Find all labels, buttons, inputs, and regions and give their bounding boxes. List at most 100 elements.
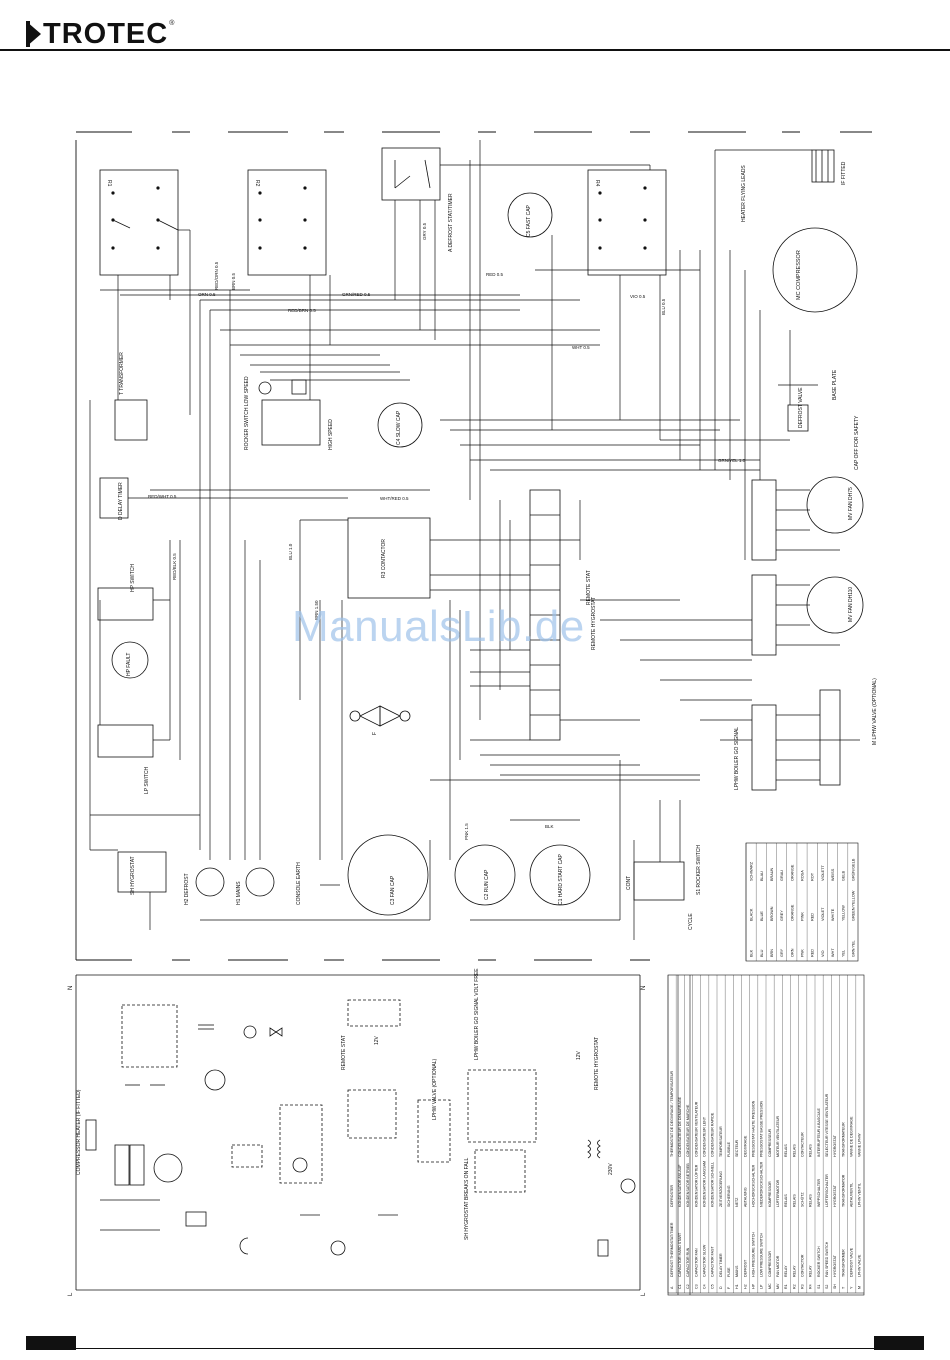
neutral-label: N: [68, 986, 74, 990]
legend-cell: C3: [694, 1284, 698, 1289]
wire-label: ORN 0.5: [198, 292, 216, 297]
relay-r2: R2: [247, 169, 327, 276]
legend-cell: SICHERUNG: [727, 1185, 731, 1207]
trotec-logo: TROTEC ®: [26, 18, 174, 50]
colour-cell: YELLOW: [841, 905, 845, 921]
legend-cell: CONDENSATEUR DE MARCHE: [686, 1104, 690, 1157]
colour-cell: BLU: [760, 949, 764, 957]
legend-cell: H1: [735, 1284, 739, 1289]
colour-cell: PINK: [801, 912, 805, 921]
colour-cell: WHT: [831, 948, 835, 957]
legend-cell: CONDENSATEUR RAPIDE: [711, 1112, 715, 1157]
legend-cell: CONTACTEUR: [801, 1132, 805, 1157]
legend-cell: MAINS: [735, 1265, 739, 1277]
colour-cell: ROT: [811, 872, 815, 881]
legend-cell: THERMOSTAT DE DEGIVRAGE / TEMPORISATEUR: [670, 1070, 674, 1157]
defrost-timer-label: A DEFROST STAT/TIMER: [448, 193, 454, 252]
legend-cell: HYGROSTAT: [833, 1184, 837, 1207]
footer-rule: [76, 1348, 874, 1349]
colour-cell: ORANGE: [790, 864, 794, 881]
h2-label: H2 DEFROST: [184, 873, 190, 905]
mv-fan-dh110-label: MV FAN DH110: [848, 587, 854, 622]
wire-label: RED 0.5: [486, 272, 504, 277]
legend-cell: KONDENSATOR ANLAUF: [678, 1164, 682, 1207]
wire-label: RED/ORN 0.5: [214, 261, 219, 290]
transformer: T TRANSFORMER: [114, 352, 148, 441]
upper-frame: [75, 131, 872, 961]
wire-label: WHT/RED 0.5: [380, 496, 409, 501]
terminal-block-main: REMOTE HYGROSTAT REMOTE STAT: [529, 489, 597, 741]
footer-block-left: [26, 1336, 76, 1350]
c1-hard-start-cap: C1 HARD START CAP: [529, 844, 591, 906]
legend-cell: S1: [817, 1285, 821, 1289]
colour-cell: ORN: [790, 948, 794, 957]
high-speed-label: HIGH SPEED: [328, 419, 334, 450]
legend-cell: WIPPSCHALTER: [817, 1179, 821, 1207]
colour-cell: BROWN: [770, 906, 774, 921]
brand-name: TROTEC: [43, 18, 169, 50]
legend-cell: A: [670, 1286, 674, 1289]
legend-cell: PRESSOSTAT BASSE PRESSION: [760, 1100, 764, 1157]
legend-cell: TRANSFORMATEUR: [841, 1122, 845, 1157]
c2-run-cap: C2 RUN CAP: [454, 844, 516, 906]
watermark-text: ManualsLib.de: [292, 602, 585, 651]
lamp-h1: H1 MAINS: [236, 867, 275, 905]
legend-cell: TRANSFORMATOR: [841, 1174, 845, 1207]
legend-cell: RELAY: [809, 1265, 813, 1277]
legend-cell: MOTEUR VENTILATEUR: [776, 1116, 780, 1157]
legend-cell: CAPACITOR FAST: [711, 1246, 715, 1277]
legend-cell: VANNE DE DEGIVRAGE: [850, 1116, 854, 1157]
mv-fan-dh75-label: MV FAN DH75: [848, 487, 854, 520]
legend-cell: CAPACITOR FAN: [694, 1248, 698, 1277]
colour-cell: GREEN/YELLOW: [851, 890, 855, 921]
colour-cell: BLACK: [750, 908, 754, 921]
legend-cell: HIGH PRESSURE SWITCH: [752, 1232, 756, 1277]
colour-cell: VIOLET: [821, 907, 825, 921]
fan-f: F: [349, 705, 411, 735]
legend-cell: INTERRUPTEUR A BASCULE: [817, 1107, 821, 1157]
hp-fault-label: HP FAULT: [126, 653, 132, 676]
console-earth-label: CONSOLE EARTH: [296, 862, 302, 905]
rocker-switch-s1: CONT S1 ROCKER SWITCH CYCLE: [626, 845, 702, 930]
remote-hygro-label: REMOTE HYGROSTAT: [591, 597, 597, 650]
lamp-h2: H2 DEFROST: [184, 867, 225, 905]
legend-cell: CAPACITOR RUN: [686, 1247, 690, 1277]
sh-hygrostat: SH HYGROSTAT: [117, 851, 167, 895]
wire-label: BRN 0.5: [231, 272, 236, 290]
colour-cell: GRÜN/GELB: [851, 858, 855, 881]
wire-label: WHT 0.5: [572, 345, 590, 350]
wiring-network: [89, 140, 860, 940]
colour-cell: GRAU: [780, 870, 784, 881]
legend-cell: FUSIBLE: [727, 1141, 731, 1157]
delay-timer: D DELAY TIMER: [99, 477, 129, 520]
legend-cell: H2: [743, 1284, 747, 1289]
fan-f-label: F: [372, 732, 378, 735]
relay-r1: R1: [99, 169, 179, 276]
wire-labels: RED/ORN 0.5 BRN 0.5 ORN 0.5 GRN/RED 0.5 …: [148, 222, 746, 840]
colour-table: [745, 842, 859, 962]
legend-cell: LP: [760, 1284, 764, 1289]
remote-stat-label-lower: REMOTE STAT: [341, 1035, 347, 1070]
relay-r4: R4: [587, 169, 667, 276]
live-label-right: L: [641, 1292, 647, 1296]
legend-cell: C4: [703, 1284, 707, 1289]
legend-cell: COMPRESSOR: [768, 1251, 772, 1277]
colour-cell: GRY: [780, 948, 784, 957]
legend-cell: FAN SPEED SWITCH: [825, 1241, 829, 1277]
c5-label: C5 FAST CAP: [526, 204, 532, 237]
v12-label-2: 12V: [576, 1050, 582, 1060]
colour-cell: BLUE: [760, 911, 764, 921]
mv-fan-dh110: MV FAN DH110: [751, 574, 864, 656]
legend-cell: SH: [833, 1284, 837, 1289]
legend-cell: TRANSFORMER: [841, 1249, 845, 1277]
cont-label: CONT: [626, 876, 632, 890]
legend-cell: DEFROST: [743, 1259, 747, 1277]
legend-cell: RELAY: [792, 1265, 796, 1277]
wire-label: BRN 1.50: [314, 600, 319, 620]
defrost-valve-label: DEFROST VALVE: [798, 387, 804, 428]
legend-cell: KONDENSATOR LANGSAM: [703, 1161, 707, 1207]
rocker-low-label: ROCKER SWITCH LOW SPEED: [244, 376, 250, 450]
legend-cell: ZEITVERZÖGERUNG: [719, 1171, 723, 1207]
legend-cell: CAPACITOR HARD START: [678, 1232, 682, 1277]
